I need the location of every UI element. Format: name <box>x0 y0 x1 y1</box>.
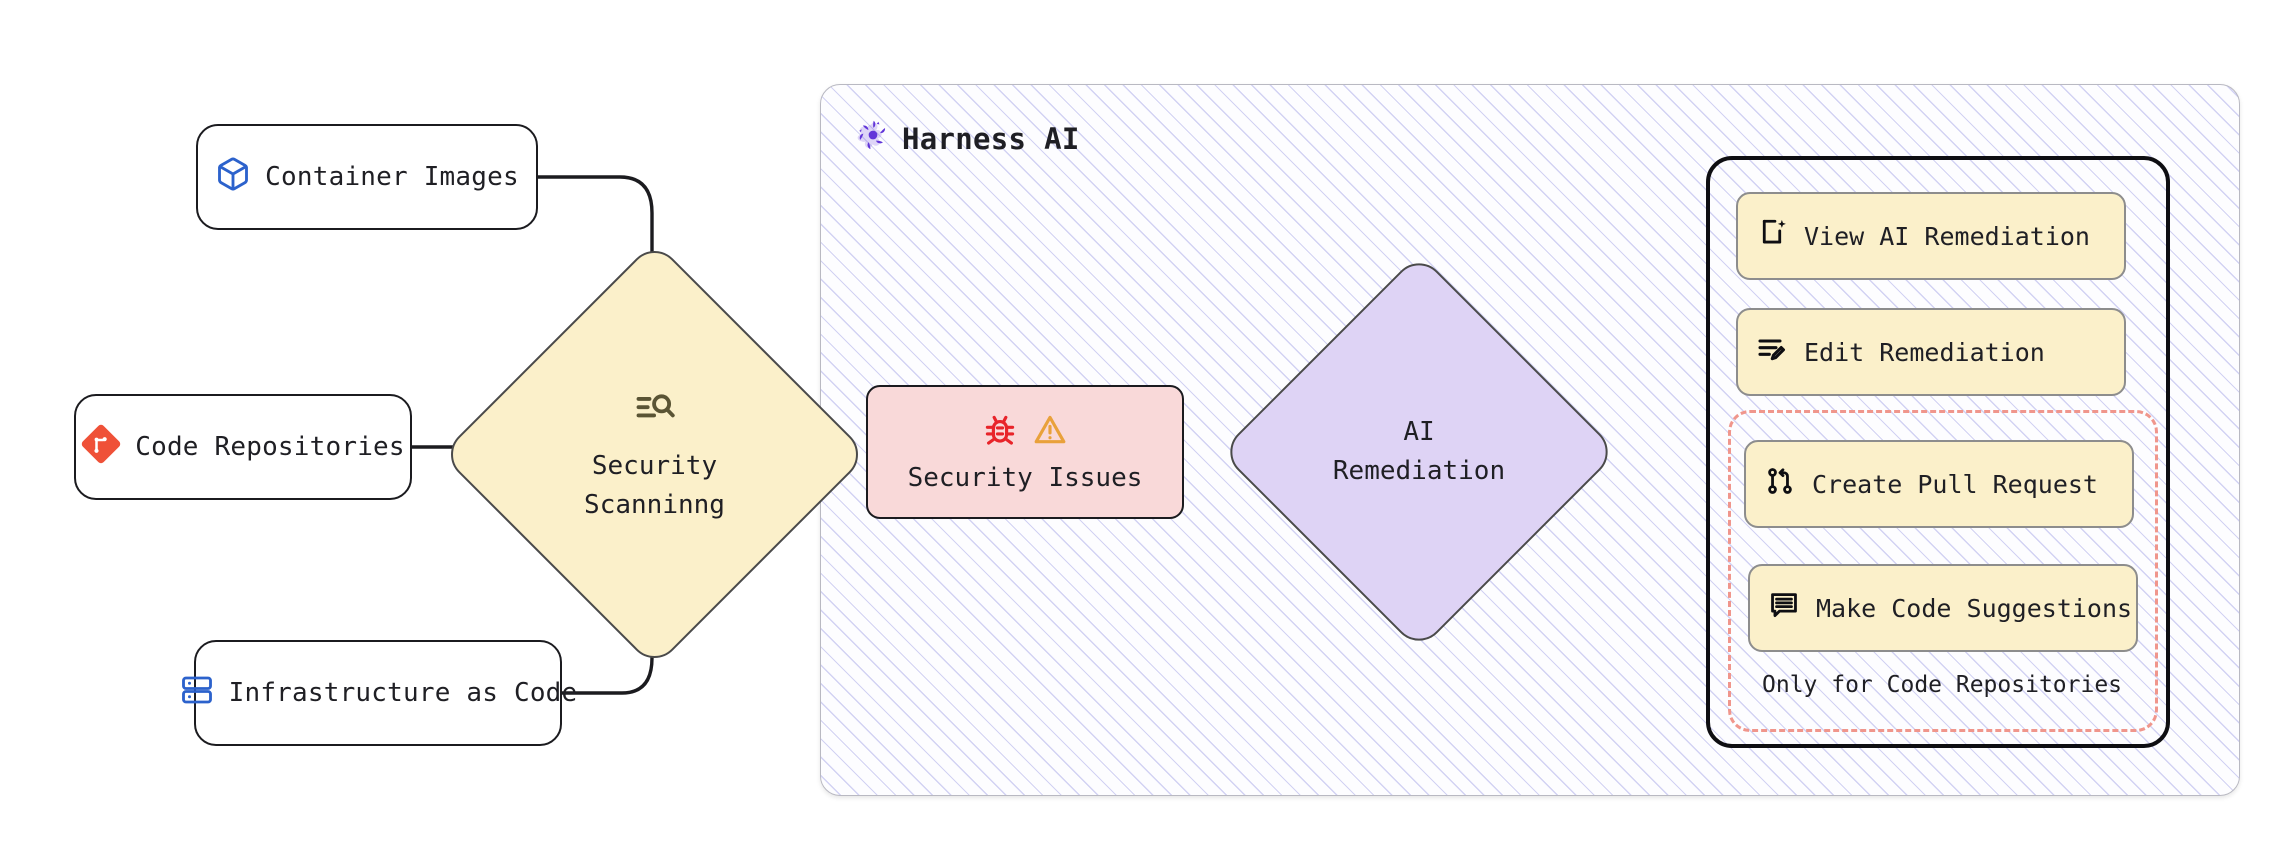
comment-lines-icon <box>1768 589 1800 627</box>
action-label: Make Code Suggestions <box>1816 593 2133 623</box>
security-scanning-content: Security Scanninng <box>503 303 806 606</box>
source-node-container-images[interactable]: Container Images <box>196 124 538 230</box>
cube-icon <box>215 156 251 199</box>
security-scanning-label-1: Security <box>591 450 718 481</box>
source-label: Infrastructure as Code <box>228 678 578 708</box>
security-issues-node[interactable]: Security Issues <box>866 385 1184 519</box>
action-view-ai-remediation[interactable]: View AI Remediation <box>1736 192 2126 280</box>
actions-panel <box>1706 156 2170 748</box>
security-scanning-node[interactable]: Security Scanninng <box>440 240 869 669</box>
ai-remediation-label-1: AI <box>1403 416 1435 447</box>
bug-icon <box>982 412 1018 455</box>
source-label: Code Repositories <box>135 432 405 462</box>
action-label: View AI Remediation <box>1804 221 2090 251</box>
harness-ai-title-text: Harness AI <box>902 121 1080 156</box>
code-repo-only-caption: Only for Code Repositories <box>1762 672 2123 698</box>
harness-ai-title: Harness AI <box>856 118 1080 159</box>
ai-remediation-label-2: Remediation <box>1332 456 1506 486</box>
harness-pinwheel-icon <box>856 118 890 159</box>
git-icon <box>81 424 121 471</box>
server-icon <box>179 672 215 715</box>
action-create-pull-request[interactable]: Create Pull Request <box>1744 440 2134 528</box>
security-issues-label: Security Issues <box>907 462 1143 493</box>
security-issues-icons <box>982 412 1068 455</box>
source-node-code-repositories[interactable]: Code Repositories <box>74 394 412 500</box>
source-label: Container Images <box>265 162 519 192</box>
security-scanning-label-2: Scanninng <box>584 490 725 521</box>
action-make-code-suggestions[interactable]: Make Code Suggestions <box>1748 564 2138 652</box>
git-pull-request-icon <box>1764 465 1796 503</box>
scan-search-icon <box>633 387 677 440</box>
ai-remediation-node[interactable]: AI Remediation <box>1219 252 1619 652</box>
action-label: Edit Remediation <box>1804 337 2045 367</box>
code-repo-only-group <box>1728 410 2158 732</box>
action-edit-remediation[interactable]: Edit Remediation <box>1736 308 2126 396</box>
action-label: Create Pull Request <box>1812 469 2098 499</box>
lines-pencil-icon <box>1756 333 1788 371</box>
ai-remediation-content: AI Remediation <box>1278 311 1560 593</box>
warning-triangle-icon <box>1032 412 1068 455</box>
doc-sparkle-icon <box>1756 217 1788 255</box>
source-node-infrastructure-as-code[interactable]: Infrastructure as Code <box>181 640 577 746</box>
